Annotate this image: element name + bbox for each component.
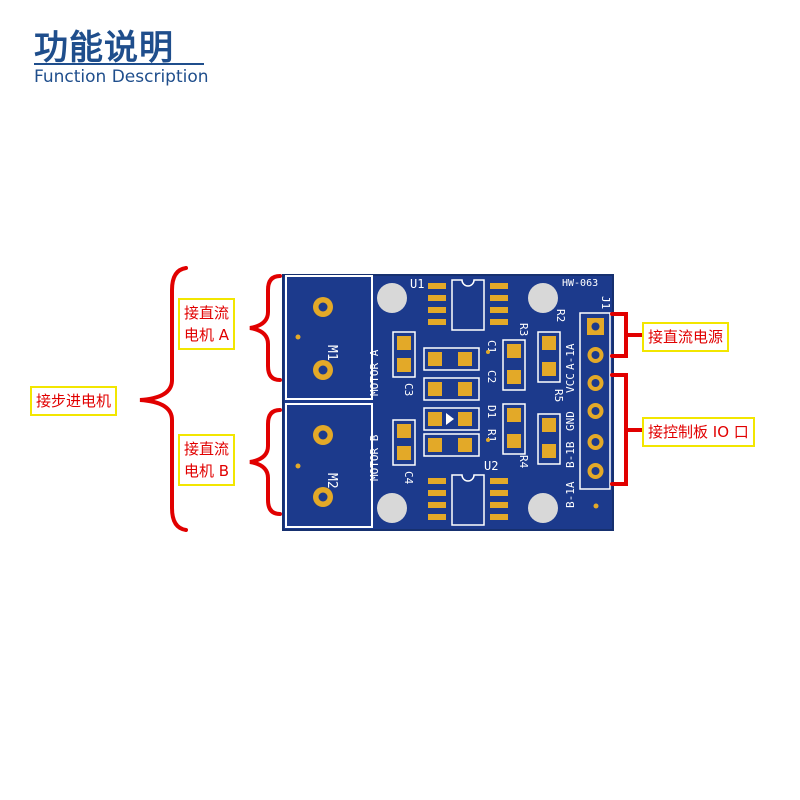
label-u2: U2 [484,459,498,473]
label-motor-b: MOTOR B [368,434,381,481]
label-power-text: 接直流电源 [648,328,724,346]
page-subtitle: Function Description [34,67,209,87]
label-motor-a: MOTOR A [368,349,381,396]
board-id: HW-063 [562,278,598,289]
chip-u1: U1 [410,277,508,331]
label-io-text: 接控制板 IO 口 [648,423,749,441]
label-c4: C4 [402,471,415,485]
label-c1: C1 [485,340,498,353]
chip-u2: U2 [428,459,508,526]
resistor-r3: R3 [502,323,530,391]
label-stepper-motor: 接步进电机 [30,386,118,416]
mount-hole [528,493,558,523]
label-r5: R5 [552,389,565,402]
label-stepper-text: 接步进电机 [36,392,112,410]
pin-label: A-1A [564,343,577,370]
label-r4: R4 [517,455,530,469]
resistor-r5: R5 [537,389,565,465]
label-r2: R2 [554,309,567,322]
pin-label: B-1B [564,441,577,468]
label-motor-a-line2: 电机 A [184,326,230,344]
resistor-r4: R4 [502,403,530,469]
label-motor-b-line1: 接直流 [184,440,230,458]
label-io: 接控制板 IO 口 [642,417,755,447]
label-power: 接直流电源 [642,322,730,352]
label-motor-a-line1: 接直流 [184,304,230,322]
mount-hole [377,493,407,523]
label-c3: C3 [402,383,415,396]
label-r3: R3 [517,323,530,336]
mount-hole [377,283,407,313]
center-components: C1 C2 D1 R1 [423,340,498,457]
capacitor-c3: C3 [392,331,416,396]
label-j1: J1 [599,296,612,309]
label-c2: C2 [485,370,498,383]
annotation-brackets [139,266,644,532]
mount-hole [528,283,558,313]
label-m2: M2 [324,473,339,489]
title-underline [34,63,204,65]
label-motor-b: 接直流 电机 B [178,434,236,486]
pin-label: VCC [564,373,577,393]
terminal-m2 [285,403,373,528]
label-d1: D1 [485,405,498,418]
label-u1: U1 [410,277,424,291]
header-j1 [579,312,611,490]
pin-label: GND [564,411,577,431]
resistor-r2: R2 [537,309,567,383]
pin-label: B-1A [564,481,577,508]
label-motor-b-line2: 电机 B [184,462,230,480]
label-motor-a: 接直流 电机 A [178,298,236,350]
page-title: 功能说明 [34,28,174,68]
capacitor-c4: C4 [392,419,416,485]
label-m1: M1 [324,345,339,361]
